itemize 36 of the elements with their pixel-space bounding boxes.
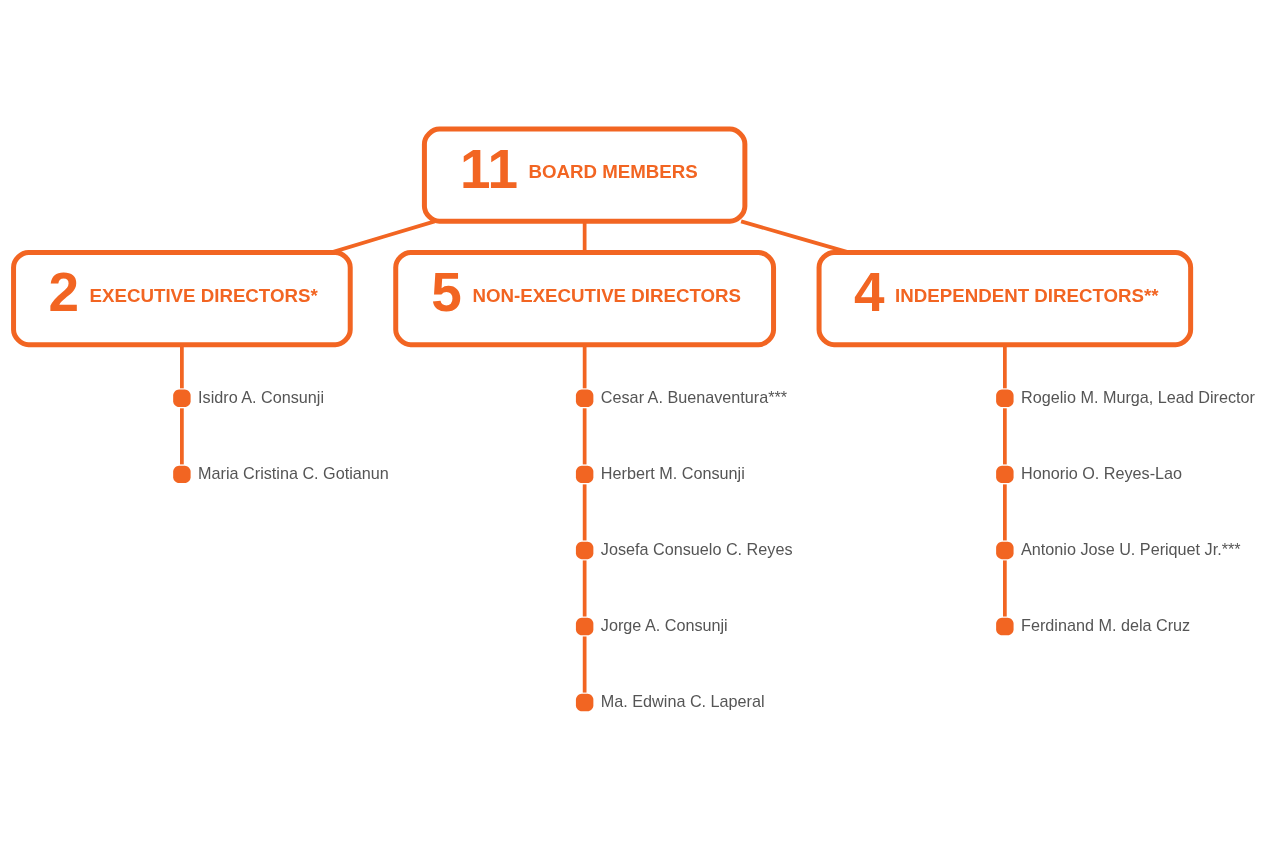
node-label: Ferdinand M. dela Cruz: [1021, 615, 1191, 634]
node-label: Josefa Consuelo C. Reyes: [600, 539, 793, 558]
connector: [582, 636, 587, 693]
connector: [1003, 560, 1007, 617]
connector: [582, 221, 587, 253]
connector: [1003, 408, 1007, 465]
node-circle: [173, 389, 191, 408]
node-circle: [575, 541, 594, 560]
node-circle: [996, 465, 1014, 484]
connector: [1003, 484, 1007, 541]
connector: [180, 408, 184, 465]
node-label: Jorge A. Consunji: [600, 615, 728, 634]
node-circle: [996, 617, 1014, 636]
connector: [331, 219, 436, 255]
connector: [1003, 344, 1007, 389]
node-circle: [575, 465, 594, 484]
connector: [582, 344, 587, 389]
node-label: Antonio Jose U. Periquet Jr.***: [1021, 539, 1241, 558]
node-circle: [575, 617, 594, 636]
node-label: Rogelio M. Murga, Lead Director: [1021, 387, 1255, 406]
node-label: Ma. Edwina C. Laperal: [600, 691, 765, 710]
connector: [582, 408, 587, 465]
node-label: Cesar A. Buenaventura***: [600, 387, 788, 406]
node-circle: [996, 389, 1014, 408]
connector: [740, 219, 850, 255]
connector: [180, 344, 184, 389]
node-circle: [996, 541, 1014, 560]
connector: [582, 484, 587, 541]
node-circle: [575, 389, 594, 408]
node-circle: [173, 465, 191, 484]
connector: [582, 560, 587, 617]
node-label: Honorio O. Reyes-Lao: [1021, 463, 1183, 482]
node-circle: [575, 693, 594, 712]
node-label: Herbert M. Consunji: [600, 463, 745, 482]
node-label: Isidro A. Consunji: [198, 387, 325, 406]
node-label: Maria Cristina C. Gotianun: [198, 463, 389, 482]
